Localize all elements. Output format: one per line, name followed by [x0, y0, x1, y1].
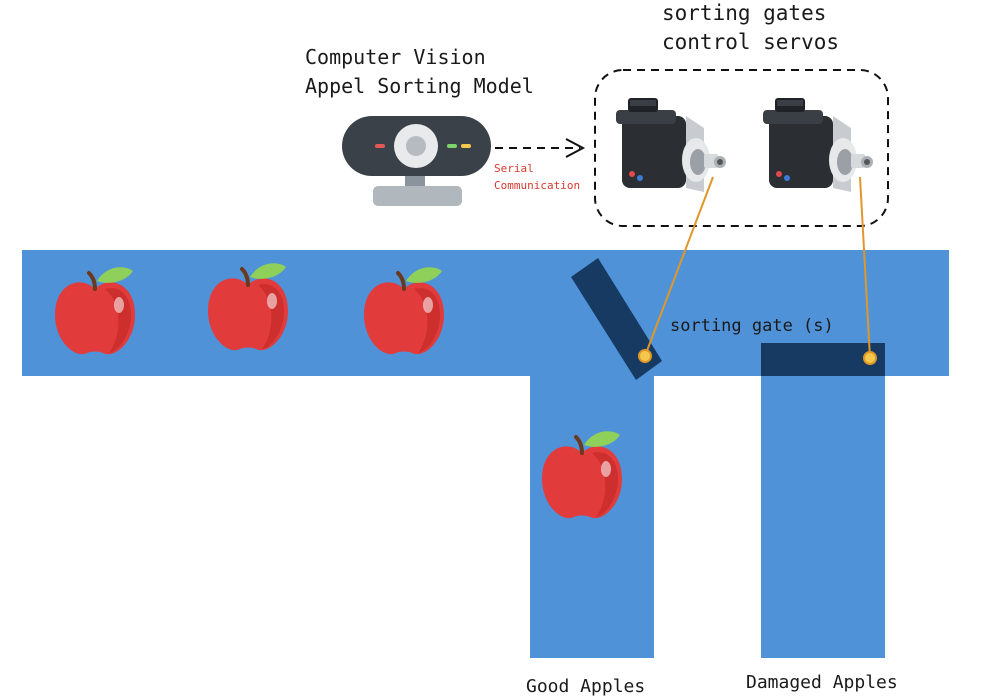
gate-pivot-1	[638, 349, 652, 363]
serial-label-line2: Communication	[494, 179, 580, 192]
servo-group-box	[594, 69, 889, 227]
damaged-apples-chute	[761, 376, 885, 658]
servo-motor-icon	[616, 98, 726, 192]
serial-arrow-head	[565, 138, 586, 158]
gate-pivot-2	[863, 351, 877, 365]
gate-label: sorting gate (s)	[670, 316, 834, 336]
sorting-gate-diverted	[571, 258, 662, 380]
damaged-apples-label: Damaged Apples	[746, 672, 898, 693]
servo-wire-1	[644, 176, 714, 357]
servo-motor-icon	[763, 98, 873, 192]
webcam-icon	[342, 116, 491, 206]
servos-title-line1: sorting gates	[662, 1, 826, 25]
good-apples-label: Good Apples	[526, 676, 645, 697]
model-title-line1: Computer Vision	[305, 45, 486, 69]
model-title-line2: Appel Sorting Model	[305, 74, 534, 98]
servos-title-line2: control servos	[662, 30, 839, 54]
serial-label-line1: Serial	[494, 162, 534, 175]
servo-wire-2	[859, 176, 871, 359]
